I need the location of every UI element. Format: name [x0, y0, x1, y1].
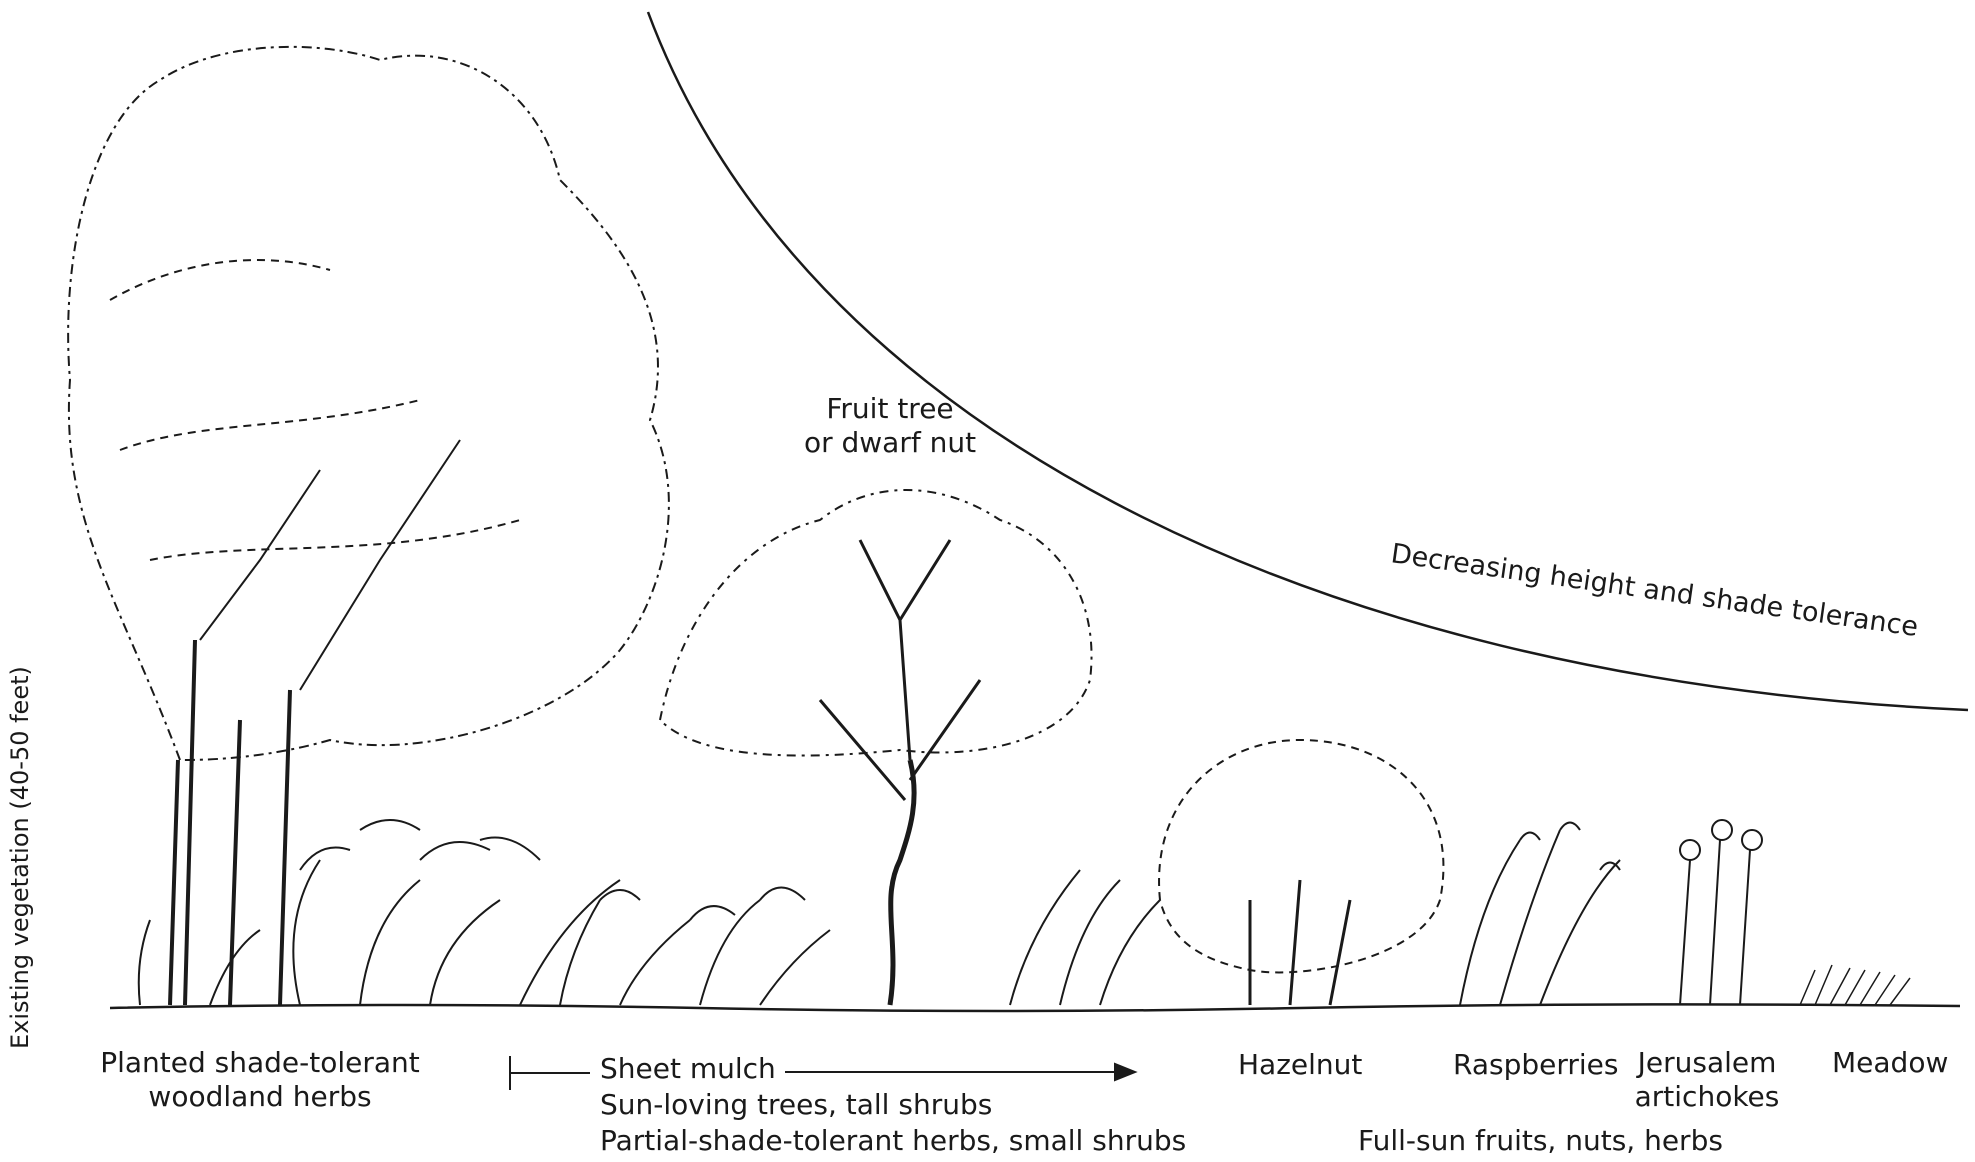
- jerusalem-artichokes-label: Jerusalem artichokes: [1622, 1046, 1792, 1114]
- raspberries-illustration: [1460, 823, 1620, 1006]
- sun-trees-label: Sun-loving trees, tall shrubs: [600, 1088, 992, 1122]
- raspberries-label: Raspberries: [1453, 1048, 1618, 1082]
- ground-line: [110, 1004, 1960, 1011]
- jerusalem-label-line2: artichokes: [1622, 1080, 1792, 1114]
- shade-herbs-label-line1: Planted shade-tolerant: [100, 1046, 420, 1080]
- hazelnut-label: Hazelnut: [1238, 1048, 1362, 1082]
- partial-shade-label: Partial-shade-tolerant herbs, small shru…: [600, 1124, 1186, 1158]
- curve-label: Decreasing height and shade tolerance: [1389, 538, 1920, 643]
- woodland-herbs-illustration: [139, 820, 620, 1005]
- fruit-tree-label-line1: Fruit tree: [800, 392, 980, 426]
- hazelnut-illustration: [1010, 740, 1443, 1005]
- fruit-tree-illustration: [660, 490, 1092, 1005]
- fruit-tree-label-line2: or dwarf nut: [800, 426, 980, 460]
- jerusalem-artichokes-illustration: [1680, 820, 1762, 1005]
- sheet-mulch-label: Sheet mulch: [600, 1052, 776, 1086]
- jerusalem-label-line1: Jerusalem: [1622, 1046, 1792, 1080]
- shade-herbs-label: Planted shade-tolerant woodland herbs: [100, 1046, 420, 1114]
- existing-tree-illustration: [68, 47, 669, 1005]
- sheet-mulch-plants-illustration: [560, 888, 830, 1006]
- meadow-grass-illustration: [1800, 965, 1910, 1005]
- meadow-label: Meadow: [1832, 1046, 1948, 1080]
- existing-vegetation-label: Existing vegetation (40-50 feet): [6, 709, 34, 1049]
- fruit-tree-label: Fruit tree or dwarf nut: [800, 392, 980, 460]
- shade-herbs-label-line2: woodland herbs: [100, 1080, 420, 1114]
- full-sun-label: Full-sun fruits, nuts, herbs: [1358, 1124, 1723, 1158]
